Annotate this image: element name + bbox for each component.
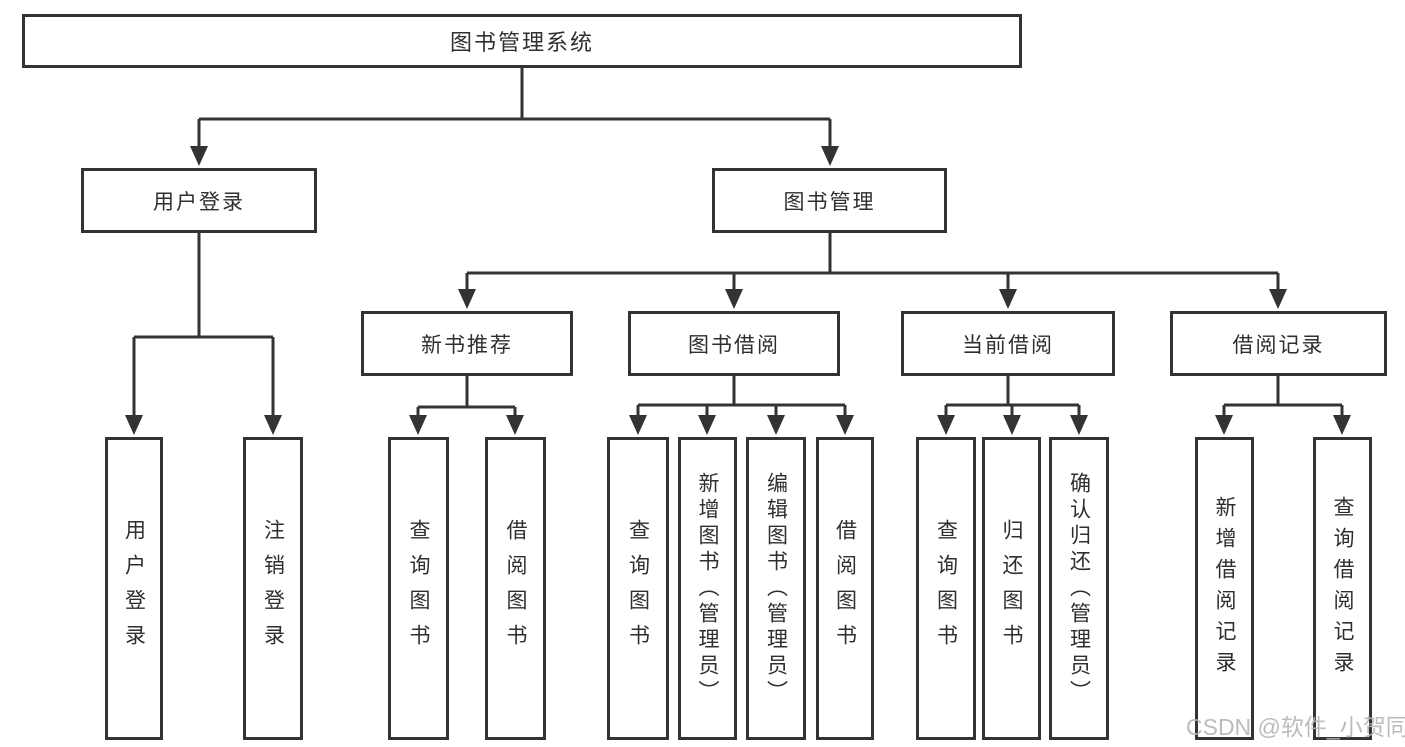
node-label: 查询借阅记录 [1331,495,1354,682]
node-label: 查询图书 [626,518,650,659]
node-label: 借阅记录 [1232,333,1325,357]
arrow-down-icon [1003,415,1021,435]
node-label: 新增借阅记录 [1213,495,1236,682]
tree-edges [132,68,1344,417]
leaf-add-books-admin: 新增图书（管理员） [678,437,737,740]
node-library-management-system: 图书管理系统 [22,14,1022,68]
leaf-add-borrow-record: 新增借阅记录 [1195,437,1254,740]
node-label: 查询图书 [407,518,430,659]
node-label: 图书借阅 [688,333,780,357]
arrow-down-icon [698,415,716,435]
arrow-down-icon [629,415,647,435]
leaf-logout: 注销登录 [243,437,303,740]
node-label: 归还图书 [1000,518,1023,659]
node-book-borrowing: 图书借阅 [628,311,840,376]
arrow-down-icon [767,415,785,435]
arrow-down-icon [725,289,743,309]
arrow-down-icon [409,415,427,435]
arrow-down-icon [836,415,854,435]
arrow-down-icon [506,415,524,435]
arrow-down-icon [937,415,955,435]
arrow-down-icon [999,289,1017,309]
node-label: 新增图书（管理员） [696,471,719,706]
node-label: 新书推荐 [421,333,513,357]
arrow-down-icon [1269,289,1287,309]
leaf-return-books: 归还图书 [982,437,1041,740]
arrow-down-icon [1070,415,1088,435]
node-label: 图书管理系统 [449,30,594,55]
node-label: 确认归还（管理员） [1067,471,1091,706]
leaf-query-books: 查询图书 [388,437,449,740]
node-label: 图书管理 [783,190,876,214]
node-label: 用户登录 [153,190,245,214]
node-label: 当前借阅 [962,333,1054,357]
arrow-down-icon [1215,415,1233,435]
leaf-borrow-books: 借阅图书 [485,437,546,740]
node-borrowing-records: 借阅记录 [1170,311,1387,376]
arrow-down-icon [821,146,839,166]
arrow-down-icon [1333,415,1351,435]
node-label: 用户登录 [122,518,146,659]
node-label: 借阅图书 [504,518,527,659]
arrow-down-icon [190,146,208,166]
leaf-user-login: 用户登录 [105,437,163,740]
leaf-query-borrow-record: 查询借阅记录 [1313,437,1372,740]
arrow-down-icon [264,415,282,435]
leaf-query-books: 查询图书 [607,437,669,740]
leaf-query-books: 查询图书 [916,437,976,740]
leaf-edit-books-admin: 编辑图书（管理员） [746,437,806,740]
arrow-down-icon [458,289,476,309]
node-user-login: 用户登录 [81,168,317,233]
leaf-borrow-books: 借阅图书 [816,437,874,740]
node-label: 注销登录 [261,518,285,659]
node-label: 编辑图书（管理员） [764,471,788,706]
csdn-watermark: CSDN @软件_小贺同学 [1186,714,1405,740]
node-current-borrowing: 当前借阅 [901,311,1115,376]
leaf-confirm-return-admin: 确认归还（管理员） [1049,437,1109,740]
node-label: 查询图书 [934,518,958,659]
arrow-down-icon [125,415,143,435]
node-book-management: 图书管理 [712,168,947,233]
node-new-book-recommend: 新书推荐 [361,311,573,376]
node-label: 借阅图书 [833,518,857,659]
